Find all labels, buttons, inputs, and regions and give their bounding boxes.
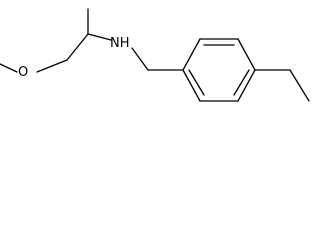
benzene-ring (182, 38, 256, 102)
atom-label-oxygen: O (18, 65, 28, 80)
bond-ch2-o (36, 59, 68, 73)
bond-o-methyl (0, 63, 18, 73)
chemical-structure: NH O (0, 8, 310, 102)
bond-ethyl (289, 69, 310, 102)
bond-ch-n (87, 33, 112, 41)
atom-label-nitrogen: NH (110, 36, 130, 51)
bond-n-ch2 (131, 47, 149, 71)
bond-ch-ch2 (66, 33, 89, 61)
